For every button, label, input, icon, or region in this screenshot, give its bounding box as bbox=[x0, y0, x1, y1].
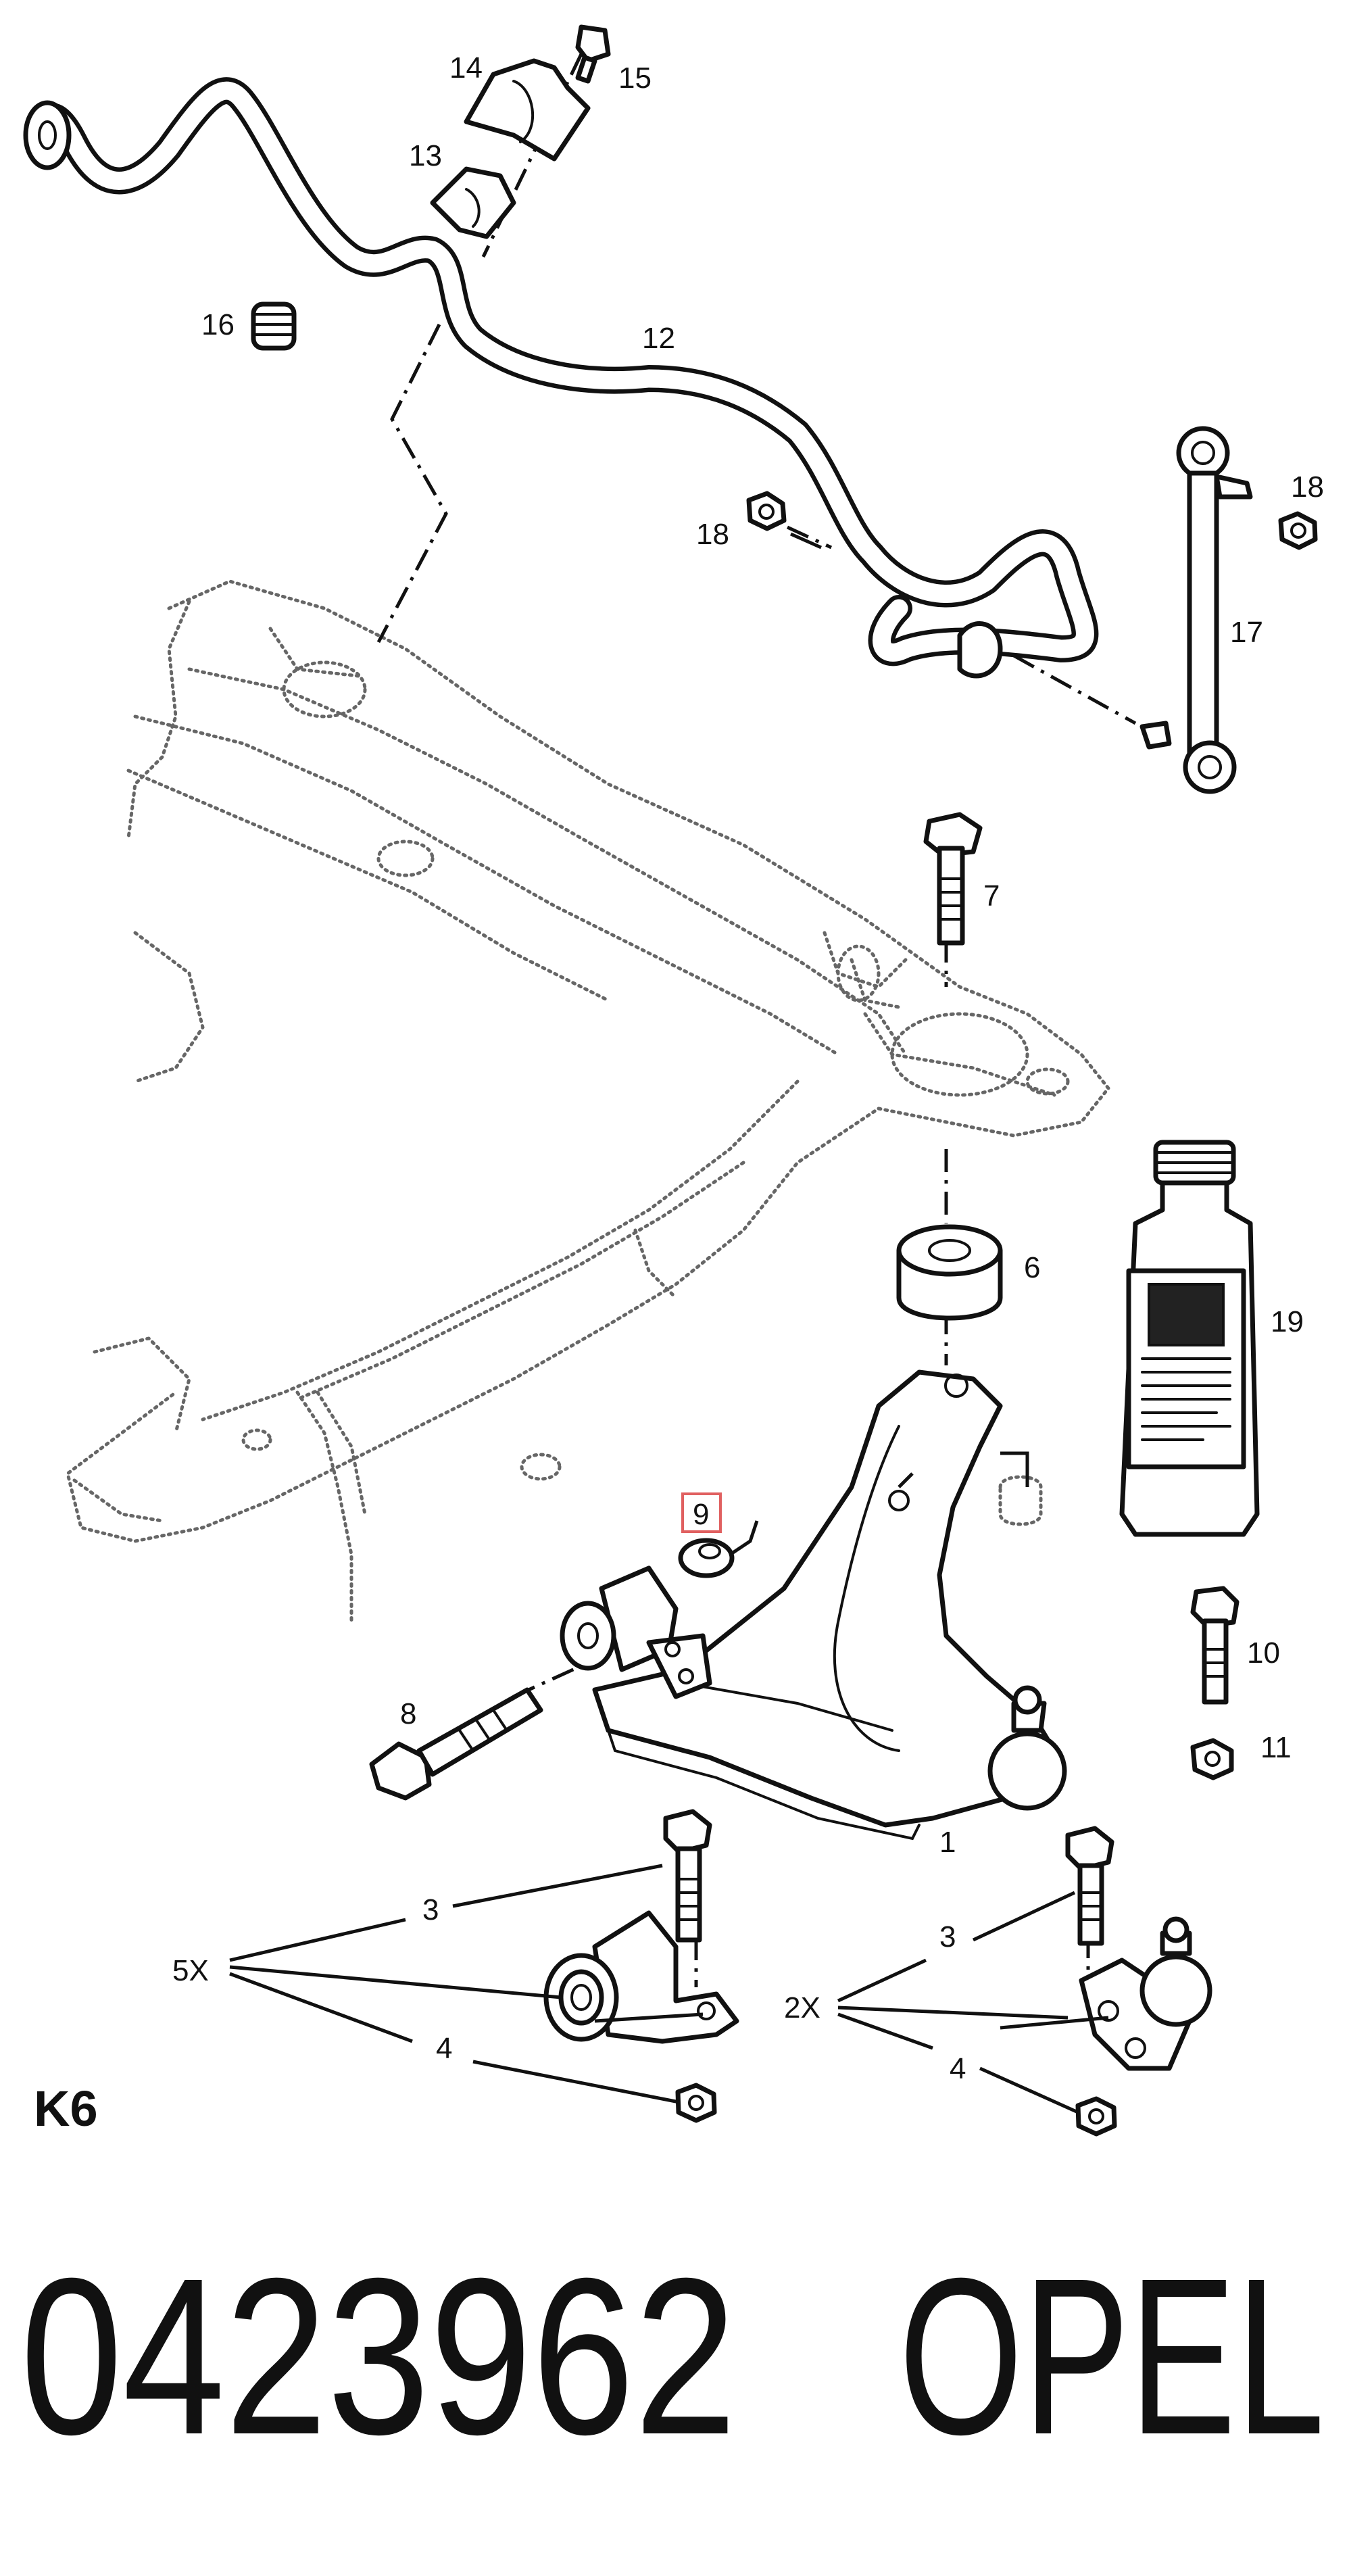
nut-18-left bbox=[746, 491, 787, 531]
callout-8: 8 bbox=[400, 1697, 416, 1730]
nut-4-left bbox=[675, 2083, 717, 2123]
bump-stop bbox=[998, 1451, 1043, 1526]
callout-2x: 2X bbox=[784, 1991, 820, 2024]
callout-6: 6 bbox=[1024, 1251, 1040, 1284]
stabilizer-bar bbox=[23, 77, 1099, 679]
clamp-bracket bbox=[464, 58, 591, 162]
control-arm bbox=[592, 1369, 1057, 1841]
callout-9-highlight bbox=[681, 1492, 722, 1533]
callout-7: 7 bbox=[983, 879, 1000, 913]
callout-9: 9 bbox=[693, 1498, 709, 1531]
part-number: 0423962 bbox=[20, 2231, 737, 2481]
fluid-bottle bbox=[1119, 1140, 1260, 1537]
bolt-7 bbox=[923, 812, 983, 946]
callout-1: 1 bbox=[939, 1826, 956, 1859]
nut-4-right bbox=[1075, 2096, 1117, 2137]
nut-11 bbox=[1190, 1738, 1234, 1780]
callout-labels: 1 3 3 4 4 5X 2X 6 7 8 9 10 11 12 13 14 1… bbox=[172, 51, 1324, 2085]
callout-3-right: 3 bbox=[939, 1920, 956, 1953]
ball-joint-on-arm bbox=[987, 1685, 1067, 1811]
rear-bushing bbox=[896, 1224, 1003, 1321]
callout-15: 15 bbox=[618, 62, 652, 95]
ball-joint bbox=[1079, 1916, 1212, 2071]
bolt-15 bbox=[575, 24, 611, 84]
diagram-code: K6 bbox=[34, 2081, 98, 2137]
bolt-3-right bbox=[1065, 1826, 1114, 1946]
callout-5x: 5X bbox=[172, 1954, 209, 1987]
stabilizer-link-rod bbox=[1139, 426, 1253, 794]
callout-18-left: 18 bbox=[696, 518, 729, 551]
callout-4-left: 4 bbox=[436, 2032, 452, 2065]
callout-11: 11 bbox=[1260, 1731, 1292, 1764]
bolt-8 bbox=[369, 1687, 543, 1801]
brand: OPEL bbox=[899, 2231, 1325, 2481]
callout-3-left: 3 bbox=[422, 1893, 439, 1926]
callout-19: 19 bbox=[1271, 1305, 1304, 1338]
callout-4-right: 4 bbox=[950, 2052, 966, 2085]
threaded-plug bbox=[251, 301, 297, 351]
callout-18-right: 18 bbox=[1291, 470, 1324, 504]
callout-12: 12 bbox=[642, 322, 675, 355]
callout-10: 10 bbox=[1247, 1636, 1280, 1670]
front-bushing-on-arm bbox=[560, 1565, 712, 1699]
callout-17: 17 bbox=[1230, 616, 1263, 649]
leader-lines bbox=[229, 532, 1109, 2114]
subframe-ghost bbox=[66, 579, 1110, 1624]
callout-16: 16 bbox=[201, 308, 235, 341]
callout-13: 13 bbox=[409, 139, 442, 172]
stabilizer-bushing bbox=[430, 166, 516, 239]
nut-18-right bbox=[1278, 511, 1318, 550]
bolt-3-left bbox=[663, 1809, 712, 1943]
bolt-10 bbox=[1190, 1586, 1240, 1705]
bushing-assembly bbox=[543, 1910, 739, 2044]
washer-9 bbox=[678, 1538, 735, 1578]
callout-14: 14 bbox=[449, 51, 483, 84]
